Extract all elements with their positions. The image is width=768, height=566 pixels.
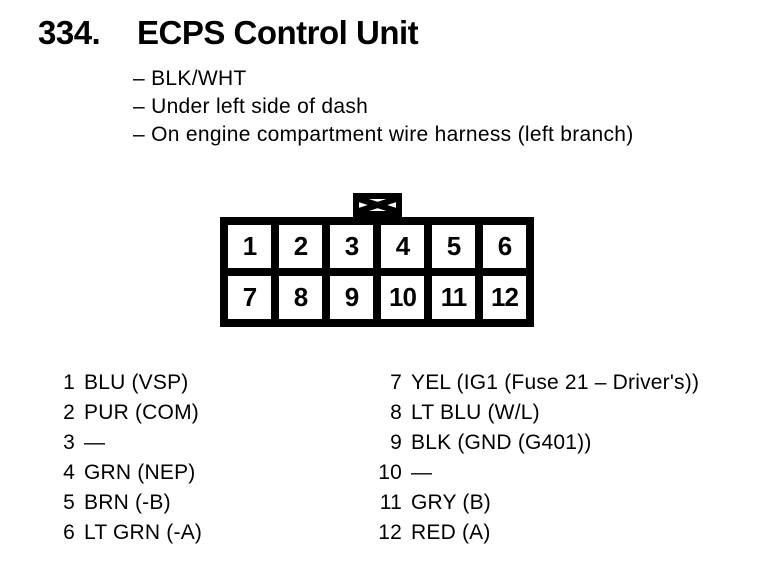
pin-number: 1 bbox=[63, 371, 75, 394]
pin-number: 6 bbox=[63, 521, 75, 544]
pin-label: RED (A) bbox=[411, 521, 491, 544]
connector-cavity-1: 1 bbox=[228, 225, 271, 268]
pin-row-11: 11 GRY (B) bbox=[352, 488, 699, 518]
connector-cavity-9: 9 bbox=[330, 276, 373, 319]
pin-label: LT GRN (-A) bbox=[84, 521, 203, 544]
pin-row-10: 10 — bbox=[352, 458, 699, 488]
pin-row-5: 5 BRN (-B) bbox=[25, 488, 202, 518]
pin-number: 8 bbox=[390, 401, 402, 424]
connector-cavity-11: 11 bbox=[432, 276, 475, 319]
pin-row-9: 9 BLK (GND (G401)) bbox=[352, 428, 699, 458]
connector-cavity-6: 6 bbox=[483, 225, 526, 268]
connector-diagram: 1 2 3 4 5 6 7 8 9 10 11 12 bbox=[220, 217, 534, 327]
pin-label: LT BLU (W/L) bbox=[411, 401, 540, 424]
connector-cavity-3: 3 bbox=[330, 225, 373, 268]
pin-row-3: 3 — bbox=[25, 428, 202, 458]
pin-label: BRN (-B) bbox=[84, 491, 171, 514]
pin-number: 12 bbox=[378, 521, 402, 544]
pin-number: 7 bbox=[390, 371, 402, 394]
pin-row-12: 12 RED (A) bbox=[352, 518, 699, 548]
pin-label: — bbox=[84, 431, 106, 454]
connector-cavity-10: 10 bbox=[381, 276, 424, 319]
pin-number: 3 bbox=[63, 431, 75, 454]
pin-label: GRY (B) bbox=[411, 491, 491, 514]
pin-row-1: 1 BLU (VSP) bbox=[25, 368, 202, 398]
pin-number: 5 bbox=[63, 491, 75, 514]
pin-list-left: 1 BLU (VSP) 2 PUR (COM) 3 — 4 GRN (NEP) … bbox=[25, 368, 202, 548]
pin-number: 10 bbox=[378, 461, 402, 484]
connector-cavity-12: 12 bbox=[483, 276, 526, 319]
pin-label: — bbox=[411, 461, 433, 484]
pin-row-6: 6 LT GRN (-A) bbox=[25, 518, 202, 548]
pin-number: 2 bbox=[63, 401, 75, 424]
pin-number: 11 bbox=[379, 491, 402, 514]
connector-cavity-4: 4 bbox=[381, 225, 424, 268]
pin-row-8: 8 LT BLU (W/L) bbox=[352, 398, 699, 428]
connector-cavity-7: 7 bbox=[228, 276, 271, 319]
pin-number: 4 bbox=[63, 461, 75, 484]
detail-line-location: – Under left side of dash bbox=[133, 95, 369, 118]
pin-row-4: 4 GRN (NEP) bbox=[25, 458, 202, 488]
pin-label: BLK (GND (G401)) bbox=[411, 431, 592, 454]
connector-cavity-5: 5 bbox=[432, 225, 475, 268]
section-number: 334. bbox=[38, 14, 101, 51]
connector-cavity-8: 8 bbox=[279, 276, 322, 319]
pin-label: BLU (VSP) bbox=[84, 371, 189, 394]
detail-list: – BLK/WHT – Under left side of dash – On… bbox=[133, 65, 634, 149]
pin-number: 9 bbox=[390, 431, 402, 454]
pin-label: GRN (NEP) bbox=[84, 461, 196, 484]
detail-line-harness: – On engine compartment wire harness (le… bbox=[133, 123, 634, 146]
pin-row-7: 7 YEL (IG1 (Fuse 21 – Driver's)) bbox=[352, 368, 699, 398]
pin-list-right: 7 YEL (IG1 (Fuse 21 – Driver's)) 8 LT BL… bbox=[352, 368, 699, 548]
connector-cavity-2: 2 bbox=[279, 225, 322, 268]
pin-label: YEL (IG1 (Fuse 21 – Driver's)) bbox=[411, 371, 700, 394]
pin-label: PUR (COM) bbox=[84, 401, 199, 424]
section-title: ECPS Control Unit bbox=[137, 14, 419, 51]
connector-lock-tab-icon bbox=[353, 193, 402, 217]
detail-line-wire-color: – BLK/WHT bbox=[133, 67, 247, 90]
pin-row-2: 2 PUR (COM) bbox=[25, 398, 202, 428]
